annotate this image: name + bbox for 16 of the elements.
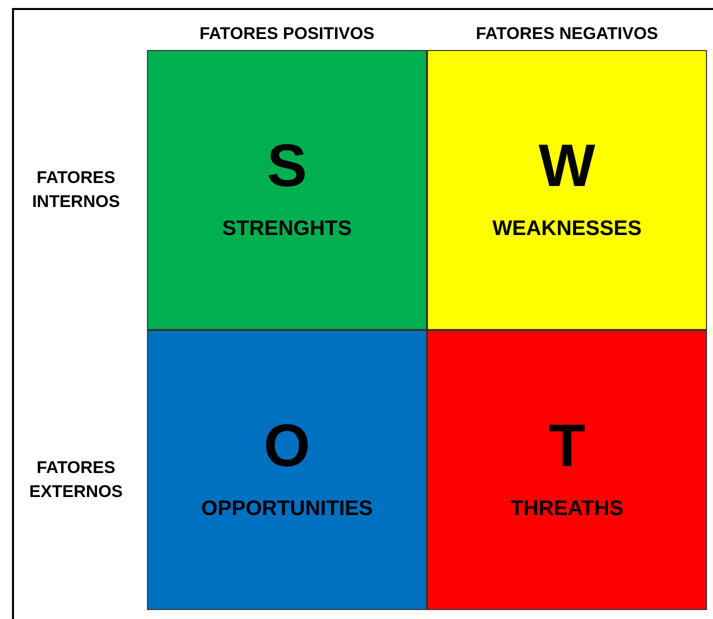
row-header: FATORES EXTERNOS	[28, 457, 124, 503]
quadrant-letter: W	[538, 136, 596, 196]
quadrant-box	[147, 330, 427, 610]
quadrant-title: WEAKNESSES	[491, 216, 643, 242]
column-header: FATORES POSITIVOS	[198, 23, 376, 45]
quadrant-box	[147, 50, 427, 330]
row-header: FATORES INTERNOS	[31, 167, 121, 213]
quadrant-title: THREATHS	[510, 496, 624, 522]
quadrant-box	[427, 50, 707, 330]
quadrant-letter: O	[262, 416, 312, 476]
column-header: FATORES NEGATIVOS	[474, 23, 660, 45]
quadrant-letter: S	[266, 136, 308, 196]
quadrant-box	[427, 330, 707, 610]
quadrant-title: STRENGHTS	[221, 216, 353, 242]
quadrant-title: OPPORTUNITIES	[200, 496, 374, 522]
quadrant-letter: T	[548, 416, 586, 476]
